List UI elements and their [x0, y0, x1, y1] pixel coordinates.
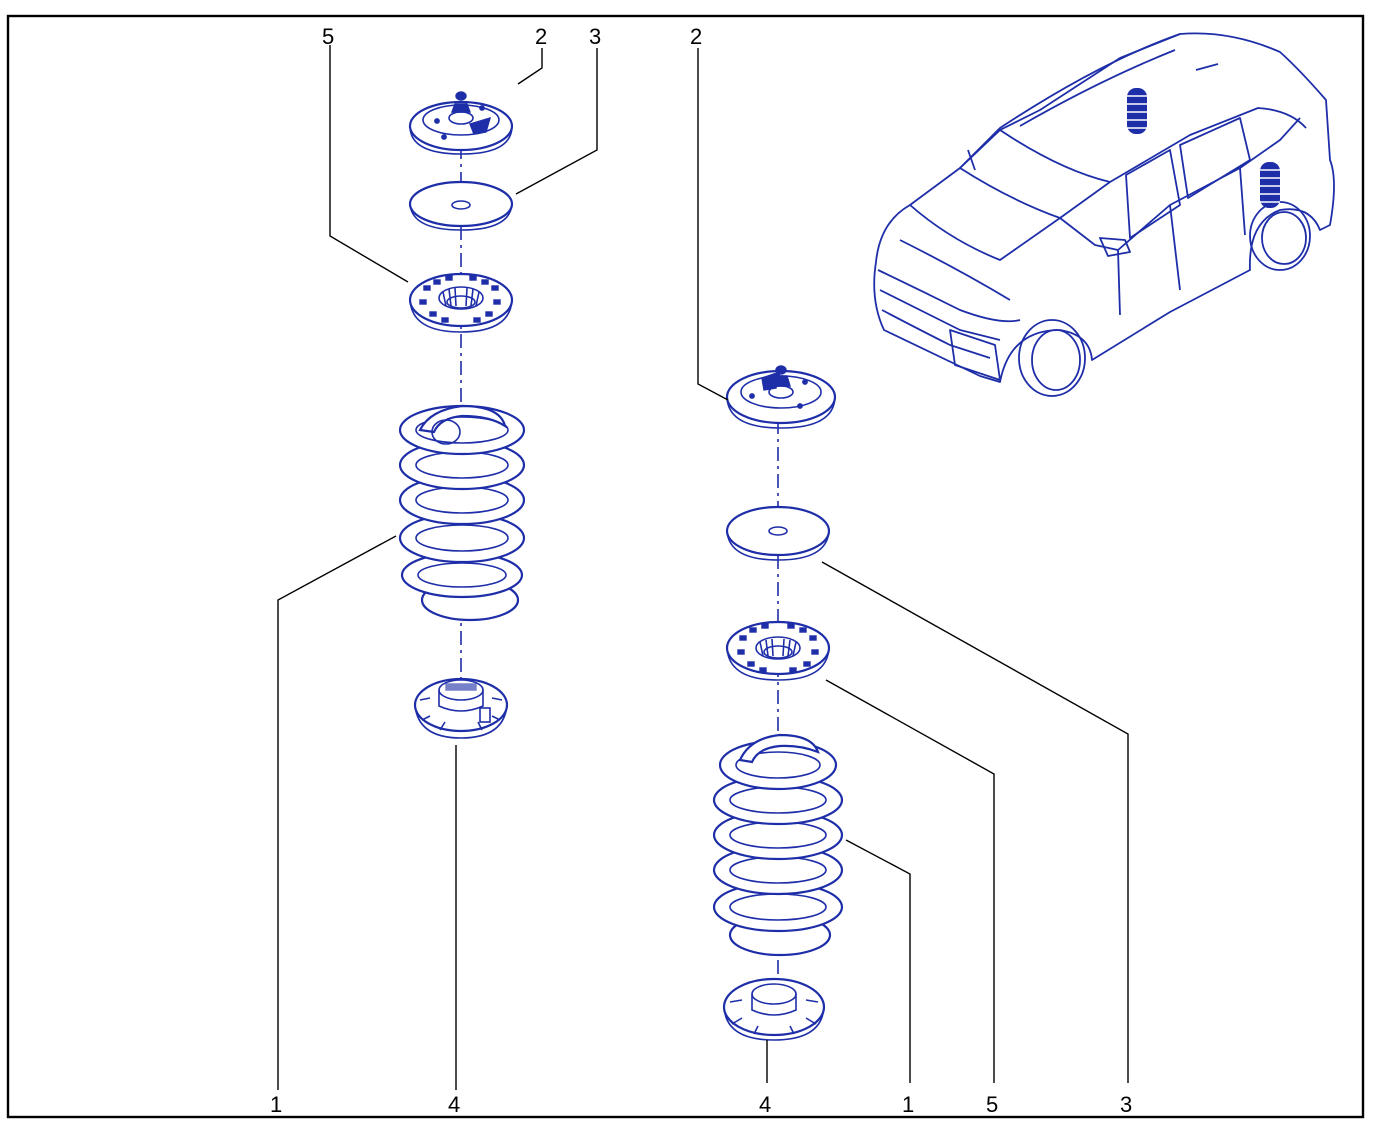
vehicle-spring-highlight-rear [1127, 88, 1147, 134]
diagram-border [6, 14, 1365, 1119]
rear-spring-seat-pad [408, 272, 514, 333]
front-assembly [712, 365, 844, 1041]
front-washer [725, 505, 831, 561]
front-callout-4: 4 [759, 1092, 771, 1117]
callout-leaders [277, 45, 1129, 1090]
rear-coil-spring [398, 404, 526, 622]
front-coil-spring [712, 733, 844, 957]
vehicle-spring-highlight-front [1260, 162, 1280, 208]
front-callout-1: 1 [902, 1092, 914, 1117]
rear-upper-mount [408, 91, 514, 155]
front-lower-seat [722, 977, 826, 1041]
rear-callout-3: 3 [589, 24, 601, 49]
front-callout-2: 2 [690, 24, 702, 49]
callout-labels: 5 2 3 1 4 2 3 5 1 4 [270, 24, 1132, 1117]
rear-lower-seat [413, 677, 509, 739]
rear-callout-2: 2 [535, 24, 547, 49]
vehicle-illustration [873, 32, 1335, 397]
rear-washer [408, 180, 514, 231]
front-callout-3: 3 [1120, 1092, 1132, 1117]
rear-assembly [398, 91, 526, 739]
front-callout-5: 5 [986, 1092, 998, 1117]
rear-callout-4: 4 [448, 1092, 460, 1117]
front-upper-mount [725, 365, 837, 429]
rear-callout-5: 5 [322, 24, 334, 49]
rear-callout-1: 1 [270, 1092, 282, 1117]
front-spring-seat-pad [725, 620, 831, 681]
